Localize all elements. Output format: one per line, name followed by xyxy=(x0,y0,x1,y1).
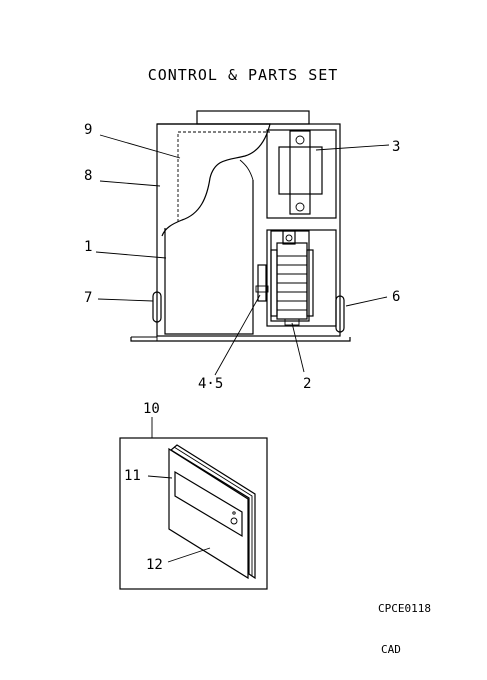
terminal-block xyxy=(266,229,337,327)
callout-11: 11 xyxy=(124,468,141,484)
remote-button xyxy=(230,517,238,525)
callout-10: 10 xyxy=(143,401,160,417)
drawing-code: CPCE0118 xyxy=(378,602,431,615)
callout-6: 6 xyxy=(392,289,400,305)
remote-display xyxy=(174,470,243,538)
pcb-board xyxy=(164,180,254,335)
control-box-assembly xyxy=(130,110,351,342)
transformer xyxy=(266,129,337,219)
fuse-component xyxy=(255,264,269,302)
diagram-title: CONTROL & PARTS SET xyxy=(148,66,339,84)
remote-controller-frame xyxy=(119,437,268,590)
callout-4-5: 4·5 xyxy=(198,376,223,392)
callout-12: 12 xyxy=(146,557,163,573)
top-tab xyxy=(196,110,310,125)
remote-controller-group xyxy=(119,437,268,590)
callout-3: 3 xyxy=(392,139,400,155)
side-clip-left xyxy=(152,291,162,323)
callout-2: 2 xyxy=(303,376,311,392)
hidden-cover-outline xyxy=(177,131,270,222)
callout-1: 1 xyxy=(84,239,92,255)
leader-lines xyxy=(95,134,390,563)
base-plate xyxy=(130,337,351,342)
callout-9: 9 xyxy=(84,122,92,138)
insulation-sheet xyxy=(157,123,271,237)
remote-controller-body xyxy=(168,447,249,580)
callout-8: 8 xyxy=(84,168,92,184)
side-clip-right xyxy=(335,295,345,333)
callout-7: 7 xyxy=(84,290,92,306)
cad-label: CAD xyxy=(381,643,401,656)
